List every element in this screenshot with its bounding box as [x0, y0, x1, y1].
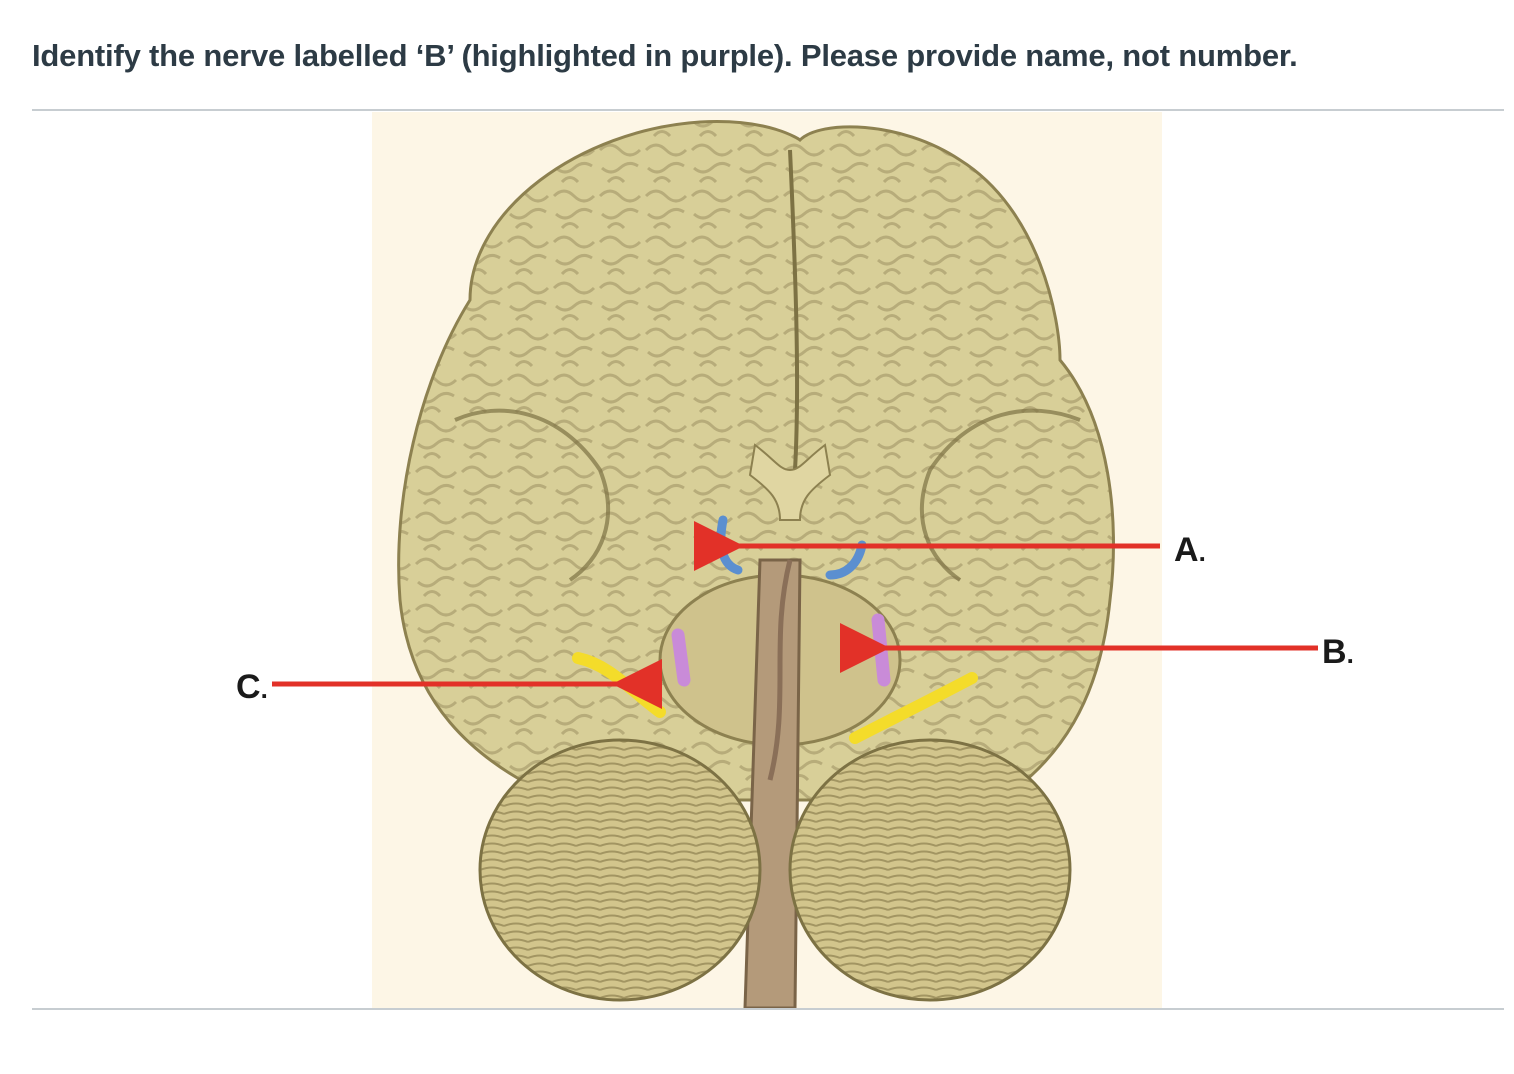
- label-a: A.: [1174, 531, 1206, 569]
- question-divider-top: [32, 109, 1504, 111]
- question-text: Identify the nerve labelled ‘B’ (highlig…: [32, 38, 1298, 73]
- question-divider-bottom: [32, 1008, 1504, 1010]
- cerebellum: [478, 738, 1072, 1002]
- optic-chiasm: [748, 443, 832, 521]
- label-c: C.: [236, 668, 268, 706]
- label-b: B.: [1322, 633, 1354, 671]
- brainstem: [658, 558, 902, 1010]
